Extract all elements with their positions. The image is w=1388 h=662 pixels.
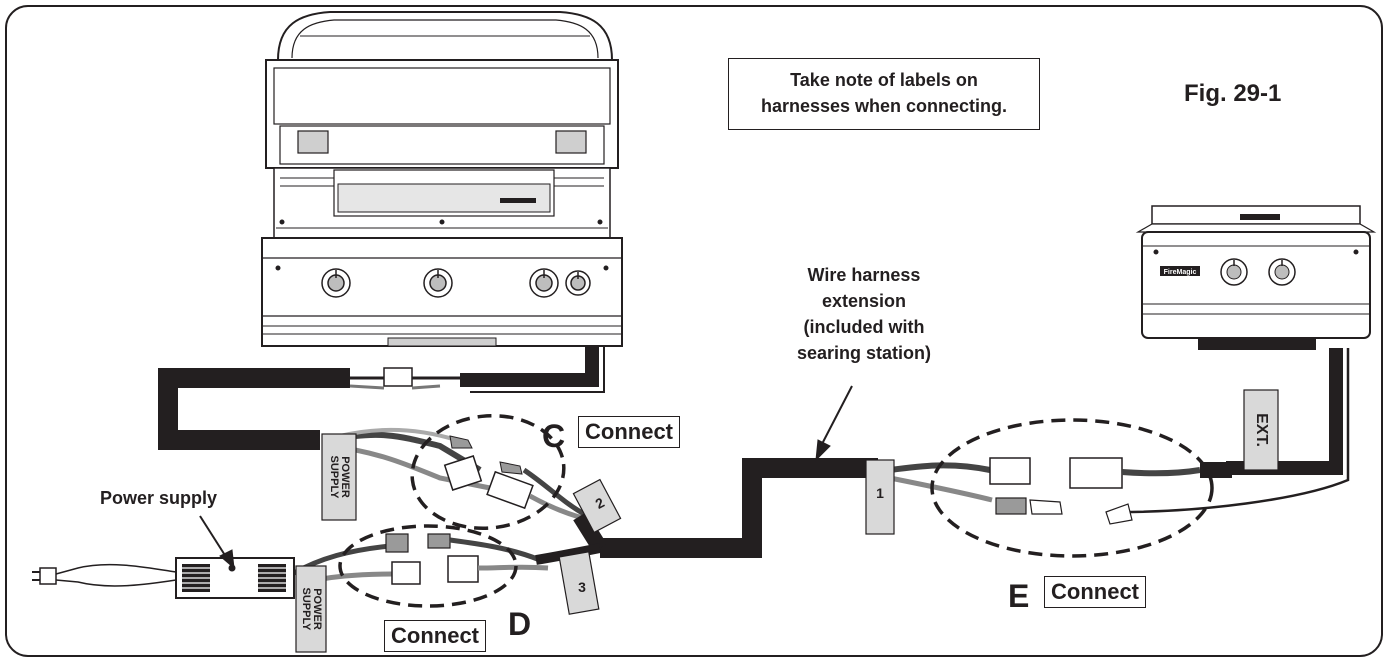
- tag-1: 1: [876, 485, 884, 501]
- note-box: Take note of labels on harnesses when co…: [728, 58, 1040, 130]
- searing-station: [1135, 205, 1377, 350]
- extension-line-2: extension: [821, 291, 907, 311]
- tag-1-bg: [865, 459, 895, 535]
- power-supply-unit: [32, 557, 295, 599]
- extension-line-4: searing station): [796, 343, 932, 363]
- figure-frame: [5, 5, 1383, 657]
- tag-3-bg: [558, 551, 600, 615]
- connection-letter-c: C: [542, 418, 566, 454]
- power-supply-label: Power supply: [100, 488, 218, 508]
- tag-power-supply-upper-bg: [321, 433, 357, 521]
- tag-power-supply-lower-bg: [295, 565, 327, 653]
- connect-label-e: Connect: [1044, 576, 1146, 608]
- ellipse-c: [410, 413, 566, 531]
- connection-letter-e: E: [1008, 578, 1030, 614]
- tag-3: 3: [578, 579, 586, 595]
- extension-label: Wire harness extension (included with se…: [744, 262, 984, 366]
- ellipse-e: [930, 418, 1214, 558]
- note-line-2: harnesses when connecting.: [760, 96, 1008, 116]
- connect-ellipses: [338, 413, 1214, 608]
- main-grill: [261, 11, 623, 347]
- connect-label-d: Connect: [384, 620, 486, 652]
- leader-lines: [199, 385, 853, 570]
- wire-harness: [158, 346, 1350, 558]
- tag-power-supply-upper-line2: SUPPLY: [328, 455, 340, 499]
- tag-power-supply-upper: POWER SUPPLY: [322, 440, 356, 514]
- ellipse-d: [338, 524, 518, 608]
- searing-brand-mark: FireMagic: [1164, 269, 1197, 276]
- tag-ext: EXT.: [1244, 390, 1278, 470]
- tag-power-supply-lower: POWER SUPPLY: [296, 572, 326, 646]
- tag-power-supply-upper-line1: POWER: [339, 456, 351, 498]
- tag-power-supply-lower-line2: SUPPLY: [300, 587, 312, 631]
- connect-label-c: Connect: [578, 416, 680, 448]
- extension-line-1: Wire harness: [807, 265, 921, 285]
- tag-ext-bg: [1243, 389, 1279, 471]
- tag-power-supply-lower-line1: POWER: [311, 588, 323, 630]
- harness-tags: [295, 389, 1279, 653]
- connection-letter-d: D: [508, 606, 532, 642]
- tag-ext-text: EXT.: [1253, 413, 1270, 447]
- tag-2-bg: [572, 478, 622, 534]
- note-line-1: Take note of labels on: [790, 70, 978, 90]
- figure-label: Fig. 29-1: [1184, 80, 1282, 107]
- extension-line-3: (included with: [803, 317, 925, 337]
